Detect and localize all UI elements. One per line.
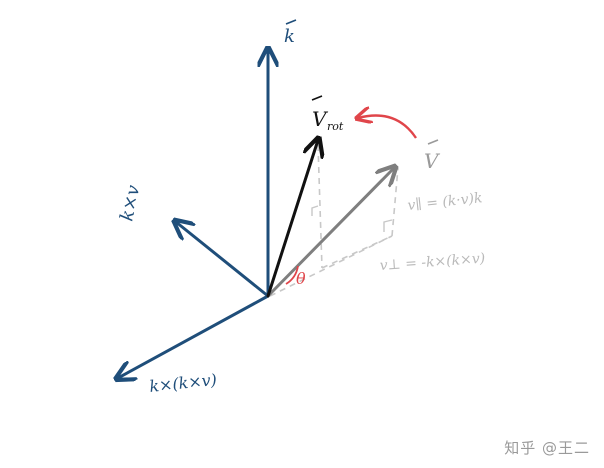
v-rot-vector bbox=[266, 140, 318, 298]
theta-label: θ bbox=[296, 269, 306, 288]
v-vector bbox=[266, 168, 394, 298]
v-rot-overarrow bbox=[311, 95, 323, 101]
right-angle-mark-2 bbox=[311, 205, 319, 216]
label-v-rot: V rot bbox=[311, 95, 344, 133]
k-cross-k-cross-v-axis bbox=[118, 294, 270, 378]
right-angle-mark-1 bbox=[383, 219, 393, 232]
v-perp-label: v⊥ = -k×(k×v) bbox=[379, 251, 486, 274]
v-label: V bbox=[424, 149, 441, 173]
v-rot-to-v-dash bbox=[321, 235, 393, 269]
k-label: k bbox=[284, 26, 295, 47]
watermark: 知乎 @王二 bbox=[504, 439, 590, 457]
label-v: V bbox=[424, 139, 441, 173]
v-overarrow bbox=[427, 139, 439, 145]
v-parallel-dash bbox=[391, 167, 399, 237]
theta-arc bbox=[285, 265, 299, 285]
blue-axes bbox=[118, 50, 268, 378]
k-cross-v-label: k×v bbox=[116, 183, 144, 223]
k-overarrow bbox=[285, 19, 297, 25]
label-k: k bbox=[284, 19, 297, 47]
v-parallel-label: v∥ = (k·v)k bbox=[407, 190, 484, 214]
v-perp-projection-line bbox=[269, 235, 393, 297]
v-rot-subscript: rot bbox=[327, 120, 344, 133]
k-cross-v-axis bbox=[176, 222, 270, 298]
rotation-arrow bbox=[358, 116, 417, 139]
v-rot-projection-dash bbox=[317, 144, 323, 269]
k-cross-k-cross-v-label: k×(k×v) bbox=[148, 370, 217, 396]
v-rot-label: V bbox=[312, 107, 329, 131]
